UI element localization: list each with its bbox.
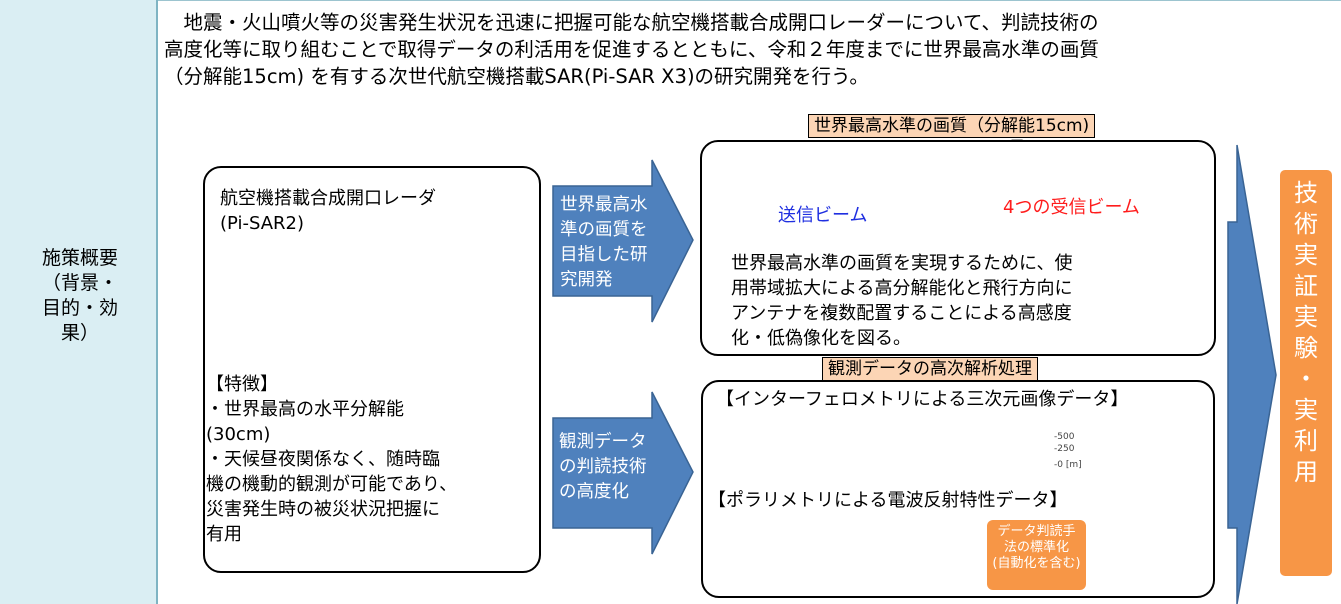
intro-text: 地震・火山噴火等の災害発生状況を迅速に把握可能な航空機搭載合成開口レーダーについ…: [164, 11, 1099, 88]
transmit-beam-label: 送信ビーム: [778, 205, 868, 226]
arrow-to-demonstration: [1227, 144, 1277, 604]
arrow-analysis-text: 観測データ の判読技術 の高度化: [559, 432, 647, 502]
demonstration-box: 技 術 実 証 実 験 ・ 実 利 用: [1280, 170, 1332, 576]
pi-sar2-box: [203, 166, 541, 573]
polarimetry-title: 【ポラリメトリによる電波反射特性データ】: [708, 490, 1068, 511]
arrow-research-text: 世界最高水 準の画質を 目指した研 究開発: [560, 195, 648, 290]
top-divider: [158, 0, 1341, 1]
image-quality-heading: 世界最高水準の画質（分解能15cm): [808, 114, 1096, 138]
interferometry-title: 【インターフェロメトリによる三次元画像データ】: [716, 389, 1129, 410]
standardization-box: データ判読手 法の標準化 (自動化を含む): [987, 520, 1086, 590]
pi-sar2-title: 航空機搭載合成開口レーダ (Pi-SAR2): [220, 188, 436, 234]
receive-beam-label: 4つの受信ビーム: [1003, 197, 1140, 218]
category-label: 施策概要 （背景・ 目的・効 果）: [41, 247, 118, 344]
colorbar-tick-250: -250: [1054, 444, 1075, 454]
colorbar-tick-0: -0 [m]: [1054, 460, 1082, 470]
arrow-research-development: [552, 159, 694, 323]
image-quality-box: [700, 140, 1216, 356]
colorbar-tick-500: -500: [1054, 432, 1075, 442]
analysis-box: [701, 380, 1215, 598]
image-quality-description: 世界最高水準の画質を実現するために、使 用帯域拡大による高分解能化と飛行方向に …: [731, 253, 1073, 349]
analysis-heading: 観測データの高次解析処理: [822, 357, 1038, 381]
pi-sar2-features: 【特徴】 ・世界最高の水平分解能 (30cm) ・天候昼夜関係なく、随時臨 機の…: [206, 374, 458, 545]
arrow-analysis-advancement: [552, 391, 694, 555]
category-column: [0, 0, 158, 604]
